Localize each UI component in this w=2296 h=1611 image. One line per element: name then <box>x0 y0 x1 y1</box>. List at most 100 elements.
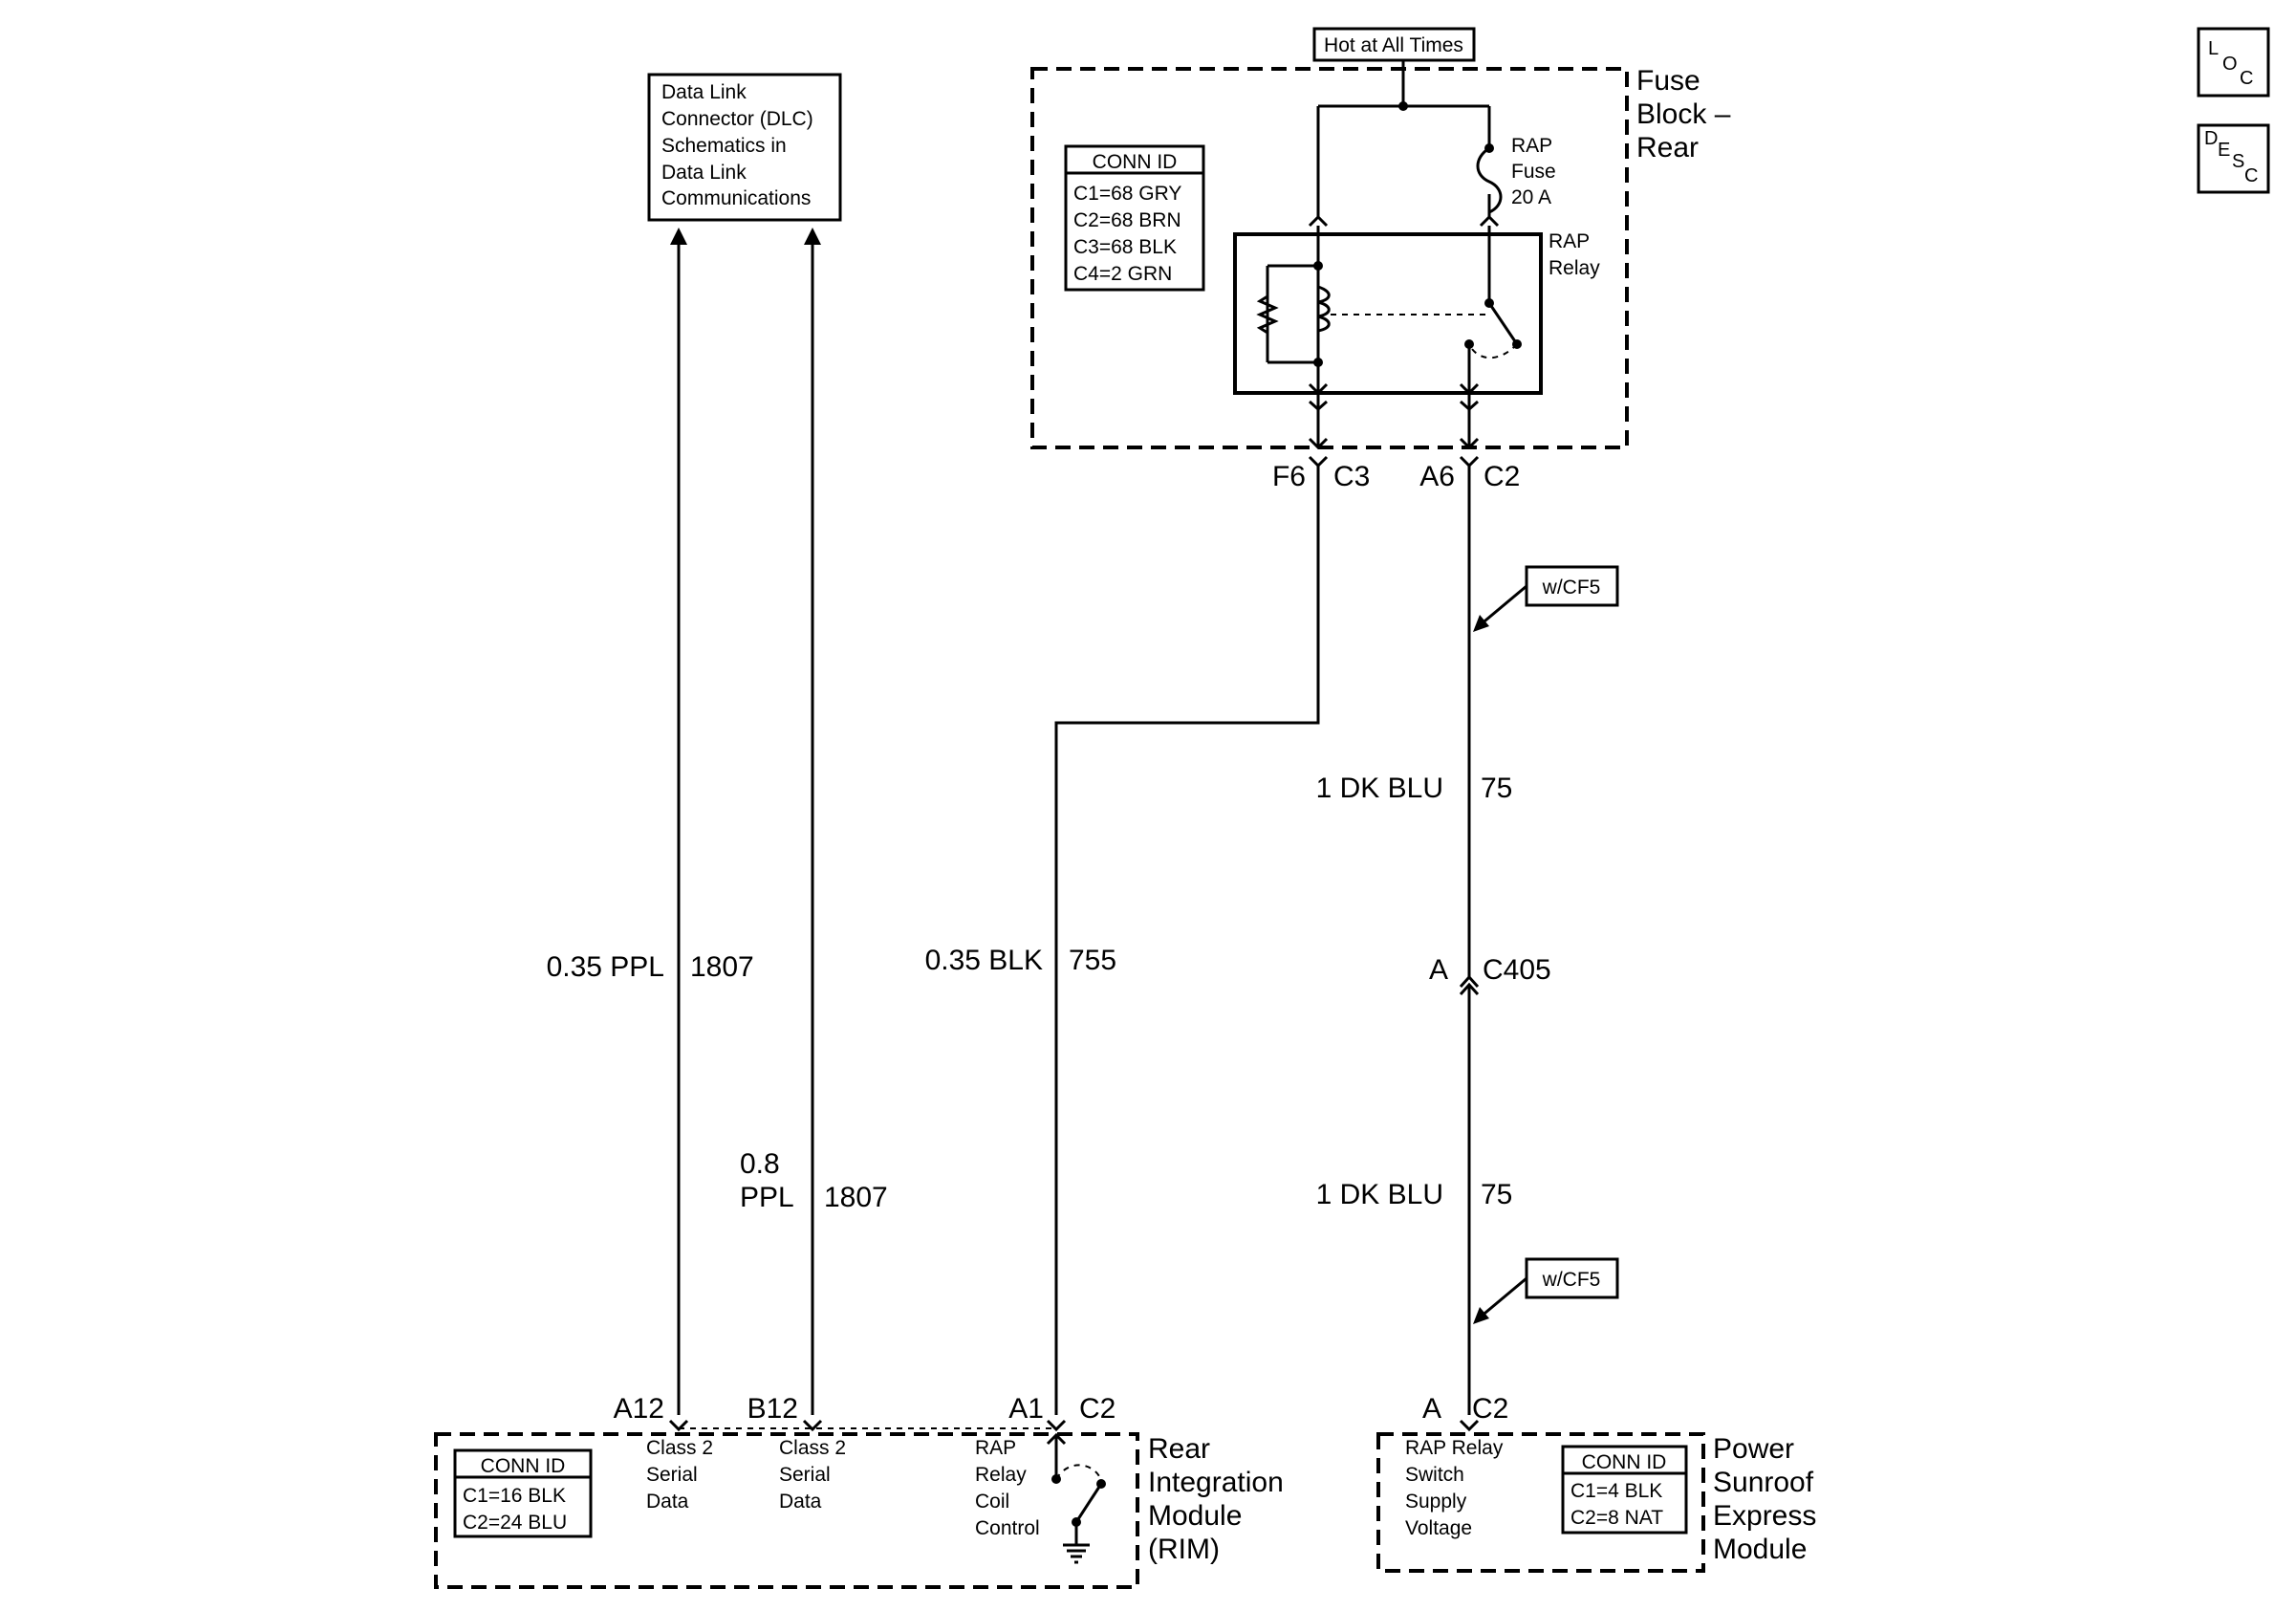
svg-text:A12: A12 <box>614 1393 664 1425</box>
svg-text:RAP Relay: RAP Relay <box>1405 1437 1504 1459</box>
fuse-block-name-line2: Block – <box>1636 98 1731 130</box>
svg-text:20 A: 20 A <box>1511 186 1551 208</box>
loc-icon[interactable]: L O C <box>2197 27 2270 98</box>
svg-text:Coil: Coil <box>975 1491 1009 1513</box>
svg-text:Integration: Integration <box>1148 1467 1284 1498</box>
svg-text:RAP: RAP <box>1511 135 1552 157</box>
svg-text:Hot at All Times: Hot at All Times <box>1324 34 1463 56</box>
hot-at-all-times-label: Hot at All Times <box>1312 27 1476 62</box>
svg-text:Data Link: Data Link <box>661 162 747 184</box>
svg-text:C1=16 BLK: C1=16 BLK <box>463 1485 566 1507</box>
svg-text:RAP: RAP <box>1549 230 1590 252</box>
svg-text:C2: C2 <box>1484 461 1520 492</box>
fuse-block-conn-id-table: CONN ID C1=68 GRY C2=68 BRN C3=68 BLK C4… <box>1064 144 1205 292</box>
svg-text:Relay: Relay <box>1549 257 1600 279</box>
svg-text:w/CF5: w/CF5 <box>1542 577 1601 599</box>
svg-text:C405: C405 <box>1483 954 1551 986</box>
option-tag-top: w/CF5 <box>1473 565 1619 632</box>
svg-text:C2=24 BLU: C2=24 BLU <box>463 1512 567 1534</box>
svg-text:RAP: RAP <box>975 1437 1016 1459</box>
svg-text:Serial: Serial <box>779 1464 831 1486</box>
svg-text:Class 2: Class 2 <box>646 1437 713 1459</box>
svg-text:C4=2 GRN: C4=2 GRN <box>1073 263 1172 285</box>
svg-text:C1=4 BLK: C1=4 BLK <box>1570 1480 1662 1502</box>
rap-fuse-symbol <box>1476 143 1503 217</box>
svg-text:Express: Express <box>1713 1500 1816 1532</box>
dlc-reference-box[interactable]: Data Link Connector (DLC) Schematics in … <box>647 73 842 222</box>
svg-text:Voltage: Voltage <box>1405 1517 1472 1539</box>
svg-text:A1: A1 <box>1008 1393 1044 1425</box>
svg-text:1807: 1807 <box>690 951 754 983</box>
wire-75: 1 DK BLU 1 DK BLU 75 1 DK BLU 75 <box>1316 466 1512 1415</box>
svg-text:C: C <box>2244 165 2258 186</box>
svg-text:CONN ID: CONN ID <box>1093 151 1178 173</box>
rap-relay: RAP Relay <box>1233 226 1600 395</box>
svg-text:C2: C2 <box>1472 1393 1508 1425</box>
svg-text:O: O <box>2222 54 2238 75</box>
svg-text:PPL: PPL <box>740 1182 794 1213</box>
svg-text:w/CF5: w/CF5 <box>1542 1269 1601 1291</box>
rear-integration-module: Rear Integration Module (RIM) A12 B12 A1… <box>434 1393 1284 1589</box>
wire-1807-b12: 0.8 PPL 1807 <box>740 228 888 1415</box>
svg-text:0.35 PPL: 0.35 PPL <box>547 951 664 983</box>
svg-text:CONN ID: CONN ID <box>1582 1451 1667 1473</box>
svg-text:C1=68 GRY: C1=68 GRY <box>1073 183 1181 205</box>
svg-text:Control: Control <box>975 1517 1040 1539</box>
svg-text:Data: Data <box>779 1491 822 1513</box>
svg-text:Module: Module <box>1713 1534 1807 1565</box>
c405-connector: A C405 <box>1429 954 1551 996</box>
svg-text:75: 75 <box>1481 773 1512 804</box>
svg-text:Switch: Switch <box>1405 1464 1464 1486</box>
svg-text:0.35 BLK: 0.35 BLK <box>925 945 1043 976</box>
svg-text:Relay: Relay <box>975 1464 1027 1486</box>
desc-icon[interactable]: D E S C <box>2197 123 2270 194</box>
svg-text:C3: C3 <box>1333 461 1370 492</box>
svg-text:Data: Data <box>646 1491 689 1513</box>
svg-text:B12: B12 <box>747 1393 798 1425</box>
svg-text:C2: C2 <box>1079 1393 1116 1425</box>
svg-text:Rear: Rear <box>1148 1433 1210 1465</box>
svg-text:A6: A6 <box>1419 461 1455 492</box>
svg-text:Supply: Supply <box>1405 1491 1467 1513</box>
svg-text:755: 755 <box>1069 945 1116 976</box>
fuse-block-pins: F6 C3 A6 C2 <box>1272 455 1520 492</box>
svg-text:Connector (DLC): Connector (DLC) <box>661 108 813 130</box>
sunroof-conn-id-table: CONN ID C1=4 BLK C2=8 NAT <box>1561 1445 1688 1535</box>
svg-text:A: A <box>1422 1393 1441 1425</box>
svg-text:C3=68 BLK: C3=68 BLK <box>1073 236 1177 258</box>
svg-text:CONN ID: CONN ID <box>481 1455 566 1477</box>
fuse-block-name-line3: Rear <box>1636 132 1699 163</box>
svg-text:Sunroof: Sunroof <box>1713 1467 1814 1498</box>
svg-text:1807: 1807 <box>824 1182 888 1213</box>
svg-text:Serial: Serial <box>646 1464 698 1486</box>
wire-755: 0.35 BLK 755 <box>925 466 1320 1415</box>
svg-text:Fuse: Fuse <box>1511 161 1556 183</box>
svg-text:C2=68 BRN: C2=68 BRN <box>1073 209 1181 231</box>
svg-text:L: L <box>2208 38 2219 59</box>
svg-text:D: D <box>2204 128 2218 149</box>
svg-text:S: S <box>2232 151 2244 172</box>
svg-text:(RIM): (RIM) <box>1148 1534 1220 1565</box>
svg-text:Power: Power <box>1713 1433 1794 1465</box>
svg-text:75: 75 <box>1481 1179 1512 1210</box>
rim-conn-id-table: CONN ID C1=16 BLK C2=24 BLU <box>453 1448 593 1538</box>
svg-text:F6: F6 <box>1272 461 1306 492</box>
svg-text:Communications: Communications <box>661 187 811 209</box>
svg-text:1 DK BLU: 1 DK BLU <box>1316 773 1443 804</box>
svg-text:Data Link: Data Link <box>661 81 747 103</box>
fuse-block-rear: Fuse Block – Rear CONN ID C1=68 GRY C2=6… <box>1030 60 1731 450</box>
power-sunroof-express-module: Power Sunroof Express Module A C2 RAP Re… <box>1376 1393 1816 1573</box>
svg-text:A: A <box>1429 954 1448 986</box>
wire-1807-a12: 0.35 PPL 1807 <box>547 228 754 1415</box>
svg-text:Module: Module <box>1148 1500 1242 1532</box>
fuse-block-name-line1: Fuse <box>1636 65 1700 97</box>
svg-text:Class 2: Class 2 <box>779 1437 846 1459</box>
svg-text:1 DK BLU: 1 DK BLU <box>1316 1179 1443 1210</box>
rim-low-side-switch <box>1046 1432 1106 1564</box>
svg-text:C: C <box>2240 68 2253 89</box>
svg-text:C2=8 NAT: C2=8 NAT <box>1570 1507 1663 1529</box>
svg-text:E: E <box>2218 140 2230 161</box>
option-tag-bottom: w/CF5 <box>1473 1257 1619 1324</box>
svg-text:0.8: 0.8 <box>740 1148 780 1180</box>
